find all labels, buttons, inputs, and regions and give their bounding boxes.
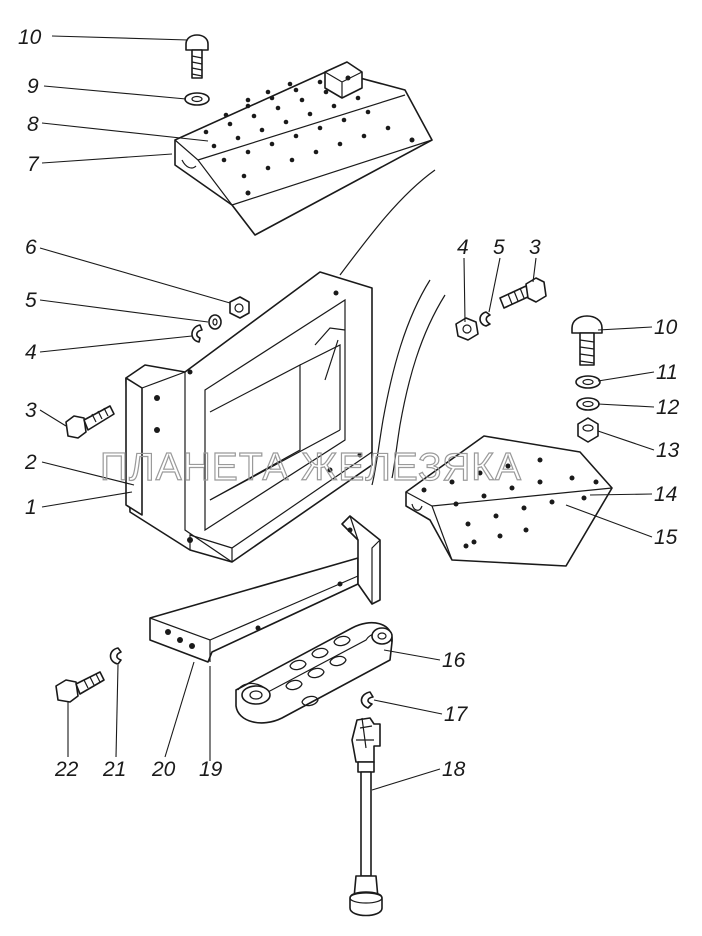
callout-12: 12 xyxy=(656,396,680,419)
bolt-10-right xyxy=(571,315,603,366)
callout-19: 19 xyxy=(199,758,223,781)
bolt-22 xyxy=(55,671,105,703)
washer-11 xyxy=(575,375,601,389)
callout-10-top: 10 xyxy=(18,26,42,49)
callout-1: 1 xyxy=(25,496,37,519)
step-tread xyxy=(235,621,393,724)
callout-4-left: 4 xyxy=(25,341,37,364)
watermark-text: ПЛАНЕТА ЖЕЛЕЗЯКА xyxy=(100,446,522,489)
washer-5-left xyxy=(208,314,222,330)
nut-6-left xyxy=(229,296,250,319)
right-step-plate xyxy=(405,435,613,567)
callout-14: 14 xyxy=(654,483,677,506)
lock-washer-4-left xyxy=(191,324,203,343)
fender-outline xyxy=(339,169,446,486)
callout-17: 17 xyxy=(444,703,469,726)
nut-4-right xyxy=(455,317,479,341)
support-rod xyxy=(349,717,383,917)
callout-3-left: 3 xyxy=(25,399,37,422)
callout-labels: 10 9 8 7 6 5 4 3 2 1 4 5 3 10 11 12 13 1… xyxy=(18,26,680,781)
callout-16: 16 xyxy=(442,649,466,672)
washer-5-right xyxy=(479,311,491,327)
callout-13: 13 xyxy=(656,439,680,462)
callout-15: 15 xyxy=(654,526,678,549)
callout-21: 21 xyxy=(102,758,126,781)
lock-washer-21 xyxy=(109,647,122,665)
bolt-3-left xyxy=(65,405,115,439)
callout-6: 6 xyxy=(25,236,37,259)
bolt-10-top xyxy=(185,34,209,79)
upper-plate-holes xyxy=(203,79,415,196)
callout-18: 18 xyxy=(442,758,466,781)
callout-11: 11 xyxy=(656,361,678,384)
callout-8: 8 xyxy=(27,113,39,136)
bolt-3-right xyxy=(499,277,547,309)
lock-washer-17 xyxy=(360,691,374,709)
tread-slots xyxy=(285,635,351,707)
callout-10-right: 10 xyxy=(654,316,678,339)
callout-22: 22 xyxy=(54,758,79,781)
callout-5-right: 5 xyxy=(493,236,505,259)
right-plate-holes xyxy=(421,457,599,549)
nut-13 xyxy=(577,417,599,443)
callout-2: 2 xyxy=(24,451,37,474)
callout-9: 9 xyxy=(27,75,39,98)
upper-step-plate xyxy=(174,61,433,236)
step-bar xyxy=(149,515,381,663)
washer-9-top xyxy=(184,92,210,106)
lock-washer-12 xyxy=(576,397,600,411)
callout-7: 7 xyxy=(27,153,40,176)
leader-lines xyxy=(39,35,655,791)
callout-3-right: 3 xyxy=(529,236,541,259)
callout-4-right: 4 xyxy=(457,236,469,259)
callout-20: 20 xyxy=(151,758,176,781)
main-bracket xyxy=(125,271,373,563)
callout-5-left: 5 xyxy=(25,289,37,312)
